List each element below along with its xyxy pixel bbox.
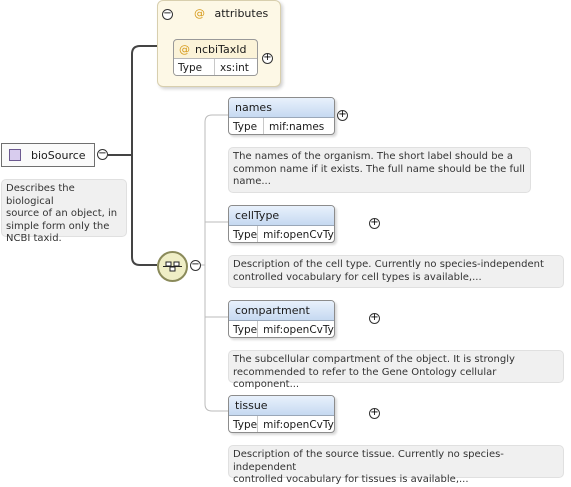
doc-line: recommended to refer to the Gene Ontolog… — [233, 366, 497, 391]
celltype-documentation: Description of the cell type. Currently … — [228, 255, 564, 288]
attributes-title: attributes — [214, 7, 269, 20]
doc-line: The subcellular compartment of the objec… — [233, 354, 515, 365]
doc-line: simple form only the — [6, 220, 110, 232]
element-names[interactable]: names Type mif:names — [228, 97, 335, 135]
attribute-name: ncbiTaxId — [195, 42, 247, 56]
type-key: Type — [233, 324, 258, 336]
expand-celltype-toggle[interactable]: + — [369, 217, 380, 229]
element-name: cellType — [229, 206, 334, 226]
expand-tissue-toggle[interactable]: + — [369, 407, 380, 419]
root-element-biosource[interactable]: bioSource — [1, 143, 95, 167]
names-documentation: The names of the organism. The short lab… — [228, 147, 531, 193]
attribute-symbol-icon: @ — [194, 7, 205, 20]
element-icon — [9, 149, 21, 161]
type-value: mif:openCvType — [257, 226, 334, 242]
doc-line: Describes the biological — [6, 183, 75, 207]
tissue-documentation: Description of the source tissue. Curren… — [228, 445, 564, 485]
root-element-name: bioSource — [31, 148, 86, 162]
doc-line: controlled vocabulary for cell types is … — [233, 271, 482, 283]
expand-attribute-toggle[interactable]: + — [262, 52, 273, 64]
type-key: Type — [233, 121, 258, 133]
doc-line: Description of the source tissue. Curren… — [233, 449, 504, 473]
compartment-documentation: The subcellular compartment of the objec… — [228, 350, 564, 390]
doc-line: Description of the cell type. Currently … — [233, 259, 544, 270]
element-name: names — [229, 98, 334, 118]
element-name: tissue — [229, 396, 334, 416]
element-tissue[interactable]: tissue Type mif:openCvType — [228, 395, 335, 433]
collapse-root-toggle[interactable]: − — [97, 148, 108, 160]
sequence-icon — [163, 261, 182, 272]
element-name: compartment — [229, 301, 334, 321]
attribute-ncbitaxid[interactable]: @ ncbiTaxId Type xs:int — [173, 39, 258, 76]
doc-line: controlled vocabulary for tissues is ava… — [233, 474, 469, 485]
type-value: mif:openCvType — [257, 416, 334, 432]
attribute-symbol-icon: @ — [179, 42, 190, 56]
doc-line: The names of the organism. The short lab… — [233, 151, 514, 162]
collapse-attributes-toggle[interactable]: − — [162, 8, 173, 20]
collapse-sequence-toggle[interactable]: − — [190, 259, 201, 271]
element-compartment[interactable]: compartment Type mif:openCvType — [228, 300, 335, 338]
type-value: xs:int — [214, 59, 249, 75]
type-key: Type — [233, 229, 258, 241]
element-celltype[interactable]: cellType Type mif:openCvType — [228, 205, 335, 243]
expand-names-toggle[interactable]: + — [337, 109, 348, 121]
doc-line: source of an object, in — [6, 208, 118, 219]
type-key: Type — [233, 419, 258, 431]
expand-compartment-toggle[interactable]: + — [369, 312, 380, 324]
type-key: Type — [178, 62, 203, 74]
doc-line: name... — [233, 176, 271, 187]
doc-line: NCBI taxid. — [6, 233, 62, 244]
sequence-compositor[interactable] — [157, 251, 188, 282]
type-value: mif:openCvType — [257, 321, 334, 337]
doc-line: common name if it exists. The full name … — [233, 163, 525, 175]
type-value: mif:names — [263, 118, 324, 134]
root-documentation: Describes the biological source of an ob… — [1, 179, 127, 244]
attributes-header: @ attributes — [194, 7, 268, 20]
